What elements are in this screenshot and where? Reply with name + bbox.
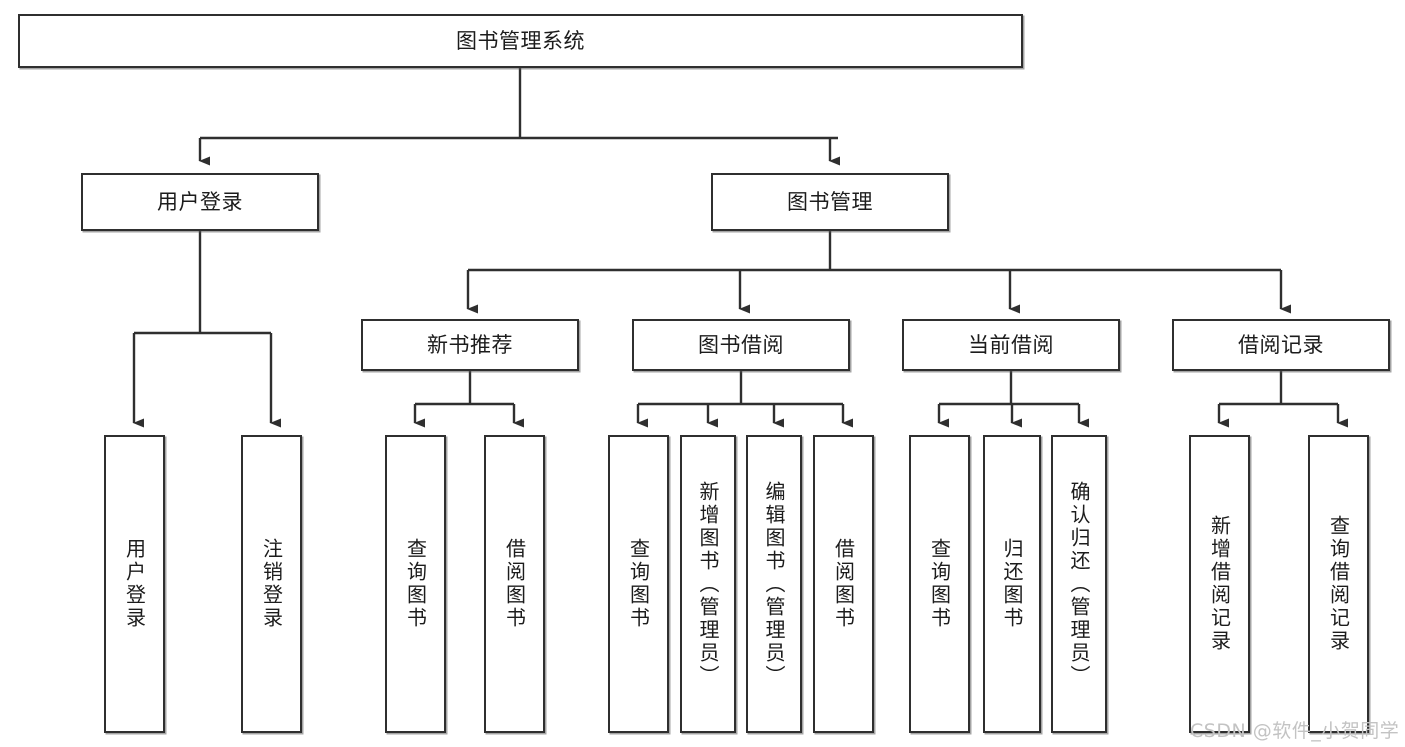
node-leaf-2[interactable]: 查询图书 — [385, 435, 446, 733]
node-leaf-7[interactable]: 借阅图书 — [813, 435, 874, 733]
node-level3-0[interactable]: 新书推荐 — [361, 319, 579, 371]
node-label: 图书借阅 — [698, 332, 784, 357]
node-label: 查询借阅记录 — [1326, 515, 1351, 653]
node-label: 查询图书 — [403, 538, 428, 630]
node-leaf-11[interactable]: 新增借阅记录 — [1189, 435, 1250, 733]
node-leaf-5[interactable]: 新增图书（管理员） — [680, 435, 736, 733]
node-leaf-0[interactable]: 用户登录 — [104, 435, 165, 733]
node-label: 编辑图书（管理员） — [762, 480, 786, 688]
node-label: 用户登录 — [122, 538, 147, 630]
node-label: 当前借阅 — [968, 332, 1054, 357]
node-label: 借阅图书 — [502, 538, 527, 630]
node-label: 新增借阅记录 — [1207, 515, 1232, 653]
node-leaf-3[interactable]: 借阅图书 — [484, 435, 545, 733]
node-label: 借阅记录 — [1238, 332, 1324, 357]
node-label: 图书管理 — [787, 189, 873, 214]
node-label: 注销登录 — [259, 538, 284, 630]
node-level3-3[interactable]: 借阅记录 — [1172, 319, 1390, 371]
node-label: 查询图书 — [927, 538, 952, 630]
node-label: 用户登录 — [157, 189, 243, 214]
node-leaf-9[interactable]: 归还图书 — [983, 435, 1041, 733]
node-leaf-8[interactable]: 查询图书 — [909, 435, 970, 733]
node-root[interactable]: 图书管理系统 — [18, 14, 1023, 68]
node-leaf-4[interactable]: 查询图书 — [608, 435, 669, 733]
node-label: 归还图书 — [1000, 538, 1024, 630]
node-leaf-10[interactable]: 确认归还（管理员） — [1051, 435, 1107, 733]
node-label: 借阅图书 — [831, 538, 856, 630]
csdn-watermark: CSDN @软件_小贺同学 — [1190, 720, 1400, 742]
node-label: 确认归还（管理员） — [1067, 480, 1091, 688]
node-label: 查询图书 — [626, 538, 651, 630]
node-leaf-12[interactable]: 查询借阅记录 — [1308, 435, 1369, 733]
node-leaf-1[interactable]: 注销登录 — [241, 435, 302, 733]
node-level2-0[interactable]: 用户登录 — [81, 173, 319, 231]
node-label: 新书推荐 — [427, 332, 513, 357]
node-label: 新增图书（管理员） — [696, 480, 720, 688]
node-level3-2[interactable]: 当前借阅 — [902, 319, 1120, 371]
node-leaf-6[interactable]: 编辑图书（管理员） — [746, 435, 802, 733]
node-level3-1[interactable]: 图书借阅 — [632, 319, 850, 371]
node-label: 图书管理系统 — [456, 28, 585, 53]
node-level2-1[interactable]: 图书管理 — [711, 173, 949, 231]
